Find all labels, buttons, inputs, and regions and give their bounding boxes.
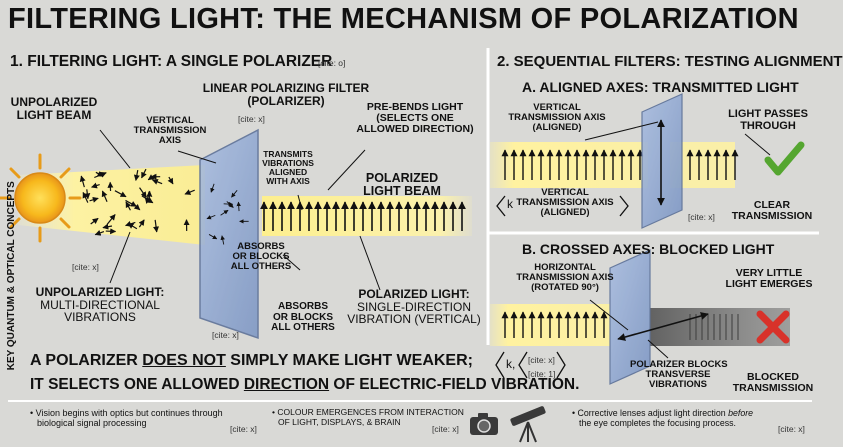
- vibration-arrow: [138, 219, 145, 228]
- polarized-vibrations: [260, 201, 466, 231]
- diagram-art: [0, 48, 819, 443]
- check-icon: [764, 141, 805, 176]
- cite-filter-bottom: [cite: x]: [212, 330, 239, 340]
- statement-line1: A POLARIZER DOES NOT SIMPLY MAKE LIGHT W…: [30, 352, 473, 369]
- panel2a-heading: A. ALIGNED AXES: TRANSMITTED LIGHT: [522, 79, 799, 95]
- aligned-cite: [cite: x]: [688, 212, 715, 222]
- blocked-arrow: [220, 209, 229, 216]
- vibration-arrow: [79, 175, 86, 188]
- vibration-arrow: [91, 182, 100, 189]
- sun-icon: [0, 153, 82, 243]
- vibration-arrow: [151, 179, 163, 185]
- cross-icon: [756, 310, 790, 344]
- panel2-heading: 2. SEQUENTIAL FILTERS: TESTING ALIGNMENT: [497, 53, 843, 70]
- cite-left: [cite: x]: [72, 262, 99, 272]
- footer-note-1-cite: [cite: x]: [230, 424, 257, 434]
- unpolarized-vibrations: [79, 168, 195, 236]
- vibration-arrow: [114, 190, 127, 198]
- vibration-arrow: [184, 189, 195, 195]
- panel2b-heading: B. CROSSED AXES: BLOCKED LIGHT: [522, 241, 775, 257]
- vibration-arrow: [141, 168, 147, 179]
- vibration-arrow: [106, 214, 116, 225]
- vibration-arrow: [133, 169, 140, 181]
- filter-label: LINEAR POLARIZING FILTER(POLARIZER): [202, 81, 370, 108]
- vibration-arrow: [95, 171, 104, 177]
- panel1-heading-cite: [cite: o]: [318, 58, 346, 68]
- aligned-k-symbol: k: [507, 197, 513, 211]
- blocked-arrow: [220, 235, 225, 245]
- blocked-arrow: [236, 201, 241, 212]
- vibration-arrow: [167, 176, 174, 185]
- unpolarized-light-label: UNPOLARIZED LIGHT: MULTI-DIRECTIONAL VIB…: [35, 285, 165, 325]
- vibration-arrow: [102, 223, 113, 230]
- side-label: KEY QUANTUM & OPTICAL CONCEPTS: [5, 181, 17, 371]
- blocked-arrow: [226, 201, 234, 208]
- footer-note-2-cite: [cite: x]: [432, 424, 459, 434]
- vibration-arrow: [84, 189, 91, 200]
- polarized-beam: [262, 196, 472, 236]
- vibration-arrow: [89, 196, 99, 203]
- vibration-arrow: [141, 195, 154, 204]
- vibration-arrow: [125, 201, 132, 211]
- blocked-arrow: [210, 183, 215, 193]
- telescope-icon: [510, 406, 546, 443]
- unpolarized-beam: [18, 165, 205, 245]
- blocked-arrow: [208, 234, 218, 240]
- vibration-arrow: [139, 187, 147, 198]
- statement-line2: IT SELECTS ONE ALLOWED DIRECTION OF ELEC…: [30, 376, 580, 393]
- infographic: FILTERING LIGHT: THE MECHANISM OF POLARI…: [0, 3, 843, 443]
- crossed-k-symbol: k,: [506, 357, 516, 371]
- linear-polarizing-filter: [199, 128, 259, 340]
- filter-label-cite: [cite: x]: [238, 114, 265, 124]
- crossed-cite-a: [cite: x]: [528, 355, 555, 365]
- crossed-cite-b: [cite: 1]: [528, 369, 556, 379]
- footer-note-3: • Corrective lenses adjust light directi…: [572, 408, 754, 429]
- vibration-arrow: [127, 222, 138, 230]
- page-title: FILTERING LIGHT: THE MECHANISM OF POLARI…: [8, 3, 799, 35]
- vibration-arrow: [94, 230, 105, 236]
- camera-icon: [470, 413, 498, 435]
- horizontal-axis-arrow: [617, 312, 709, 341]
- footer-note-1: • Vision begins with optics but continue…: [30, 408, 223, 429]
- filter-blocked-vibrations: [206, 183, 249, 245]
- blocked-arrow: [206, 214, 216, 220]
- vibration-arrow: [101, 190, 108, 203]
- panel1-heading: 1. FILTERING LIGHT: A SINGLE POLARIZER: [10, 53, 333, 70]
- vibration-arrow: [147, 174, 156, 181]
- footer-note-3-cite: [cite: x]: [778, 424, 805, 434]
- aligned-vibrations: [501, 149, 739, 180]
- blocked-arrow: [231, 189, 238, 198]
- vibration-arrow: [90, 217, 99, 225]
- aligned-filter: [641, 93, 683, 229]
- vibration-arrow: [153, 219, 159, 233]
- polarized-light-label: POLARIZED LIGHT: SINGLE-DIRECTION VIBRAT…: [347, 287, 481, 327]
